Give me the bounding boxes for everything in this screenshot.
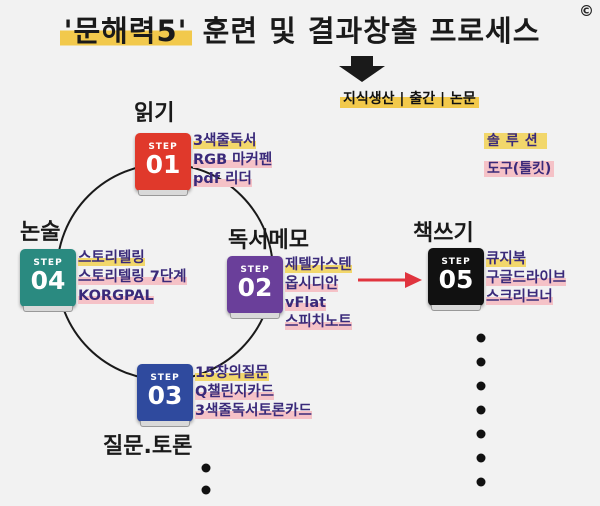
page-title: '문해력5' 훈련 및 결과창출 프로세스 xyxy=(0,8,600,50)
step-text: STEP xyxy=(441,257,471,267)
dotted-path-step5 xyxy=(476,333,486,487)
stage-label-question-discussion: 질문.토론 xyxy=(103,434,193,459)
tool-item: 스피치노트 xyxy=(285,314,352,330)
tool-item: pdf 리더 xyxy=(193,171,252,187)
tool-item: RGB 마커펜 xyxy=(193,152,273,168)
tool-item: 스토리텔링 7단계 xyxy=(78,269,187,285)
down-arrow-icon xyxy=(339,56,385,82)
stage-label-book-writing: 책쓰기 xyxy=(413,221,474,246)
step-05-tools: 큐지북 구글드라이브 스크리브너 xyxy=(486,250,567,307)
step-04-book: STEP 04 xyxy=(20,249,76,312)
title-rest: 훈련 및 결과창출 프로세스 xyxy=(191,14,541,48)
step-number: 02 xyxy=(237,273,273,302)
step-02-tools: 제텔카스텐 옵시디안 vFlat 스피치노트 xyxy=(285,256,352,332)
step-03-book: STEP 03 xyxy=(137,364,193,427)
step-number: 04 xyxy=(30,266,66,295)
tool-item: 큐지북 xyxy=(486,251,527,267)
tool-item: vFlat xyxy=(285,295,327,311)
step-number: 03 xyxy=(147,381,183,410)
step-text: STEP xyxy=(150,373,180,383)
tool-item: 구글드라이브 xyxy=(486,270,567,286)
legend: 솔루션 도구(툴킷) xyxy=(484,130,555,178)
step-number: 01 xyxy=(145,150,181,179)
step-text: STEP xyxy=(148,142,178,152)
arrow-to-step5-icon xyxy=(358,272,422,288)
dotted-path-step3 xyxy=(201,463,211,495)
tool-item: 3색줄독서 xyxy=(193,133,257,149)
legend-tools-label: 솔루션 xyxy=(484,133,547,149)
tool-item: Q챌린지카드 xyxy=(195,384,275,400)
tool-item: 스토리텔링 xyxy=(78,250,145,266)
step-03-tools: 15창의질문 Q챌린지카드 3색줄독서토론카드 xyxy=(195,364,312,421)
output-label: 지식생산 | 출간 | 논문 xyxy=(340,88,479,108)
tool-item: 스크리브너 xyxy=(486,289,553,305)
step-02-book: STEP 02 xyxy=(227,256,283,319)
tool-item: 제텔카스텐 xyxy=(285,257,352,273)
tool-item: 옵시디안 xyxy=(285,276,339,292)
stage-label-reading-memo: 독서메모 xyxy=(228,228,309,253)
tool-item: 3색줄독서토론카드 xyxy=(195,403,312,419)
stage-label-essay: 논술 xyxy=(20,220,61,245)
step-text: STEP xyxy=(33,258,63,268)
stage-label-reading: 읽기 xyxy=(134,101,175,126)
tool-item: KORGPAL xyxy=(78,288,154,304)
step-04-tools: 스토리텔링 스토리텔링 7단계 KORGPAL xyxy=(78,249,187,306)
step-text: STEP xyxy=(240,265,270,275)
step-number: 05 xyxy=(438,265,474,294)
copyright-icon: © xyxy=(579,2,594,20)
step-01-tools: 3색줄독서 RGB 마커펜 pdf 리더 xyxy=(193,132,273,189)
step-05-book: STEP 05 xyxy=(428,248,484,311)
tool-item: 15창의질문 xyxy=(195,365,269,381)
step-01-book: STEP 01 xyxy=(135,133,191,196)
title-highlight: '문해력5' xyxy=(59,14,192,48)
legend-tools-desc: 도구(툴킷) xyxy=(484,161,555,177)
